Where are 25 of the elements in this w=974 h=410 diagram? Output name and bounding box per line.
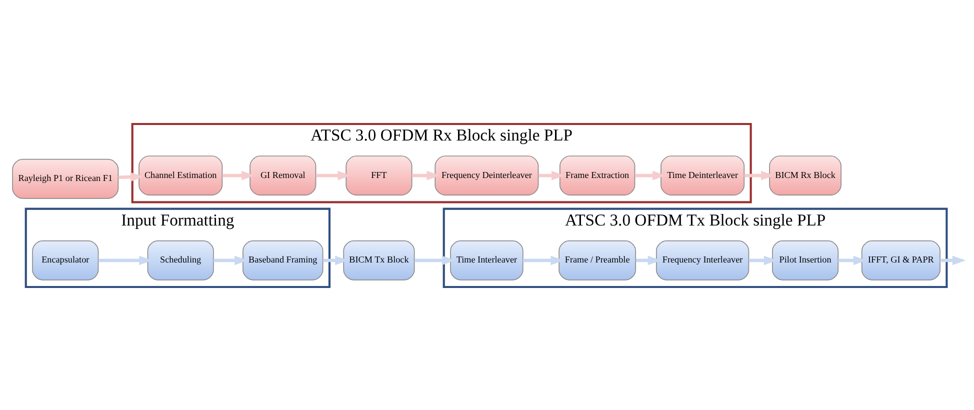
node-box: Channel Estimation xyxy=(138,155,223,196)
arrow xyxy=(634,170,666,180)
arrow xyxy=(744,170,774,180)
node-box: IFFT, GI & PAPR xyxy=(861,240,940,280)
node-box: Baseband Framing xyxy=(242,240,324,280)
arrow xyxy=(316,170,352,180)
arrow xyxy=(222,170,255,180)
node-box: Pilot Insertion xyxy=(772,240,839,280)
arrow xyxy=(940,255,966,265)
node-box: Scheduling xyxy=(147,240,214,280)
node-box: Frequency Deinterleaver xyxy=(434,155,539,196)
node-box: BICM Tx Block xyxy=(343,240,415,280)
node-box: Encapsulator xyxy=(32,240,99,280)
node-box: Frequency Interleaver xyxy=(656,240,750,280)
arrow xyxy=(118,172,144,182)
node-box: Time Interleaver xyxy=(450,240,524,280)
node-box: Time Deinterleaver xyxy=(660,155,745,196)
node-box: Frame Extraction xyxy=(559,155,636,196)
node-box: FFT xyxy=(346,155,412,196)
node-box: Frame / Preamble xyxy=(558,240,636,280)
arrow xyxy=(538,170,565,180)
node-box: Rayleigh P1 or Ricean F1 xyxy=(12,158,119,198)
arrow xyxy=(412,170,440,180)
node-box: BICM Rx Block xyxy=(769,155,842,196)
node-box: GI Removal xyxy=(250,155,316,196)
